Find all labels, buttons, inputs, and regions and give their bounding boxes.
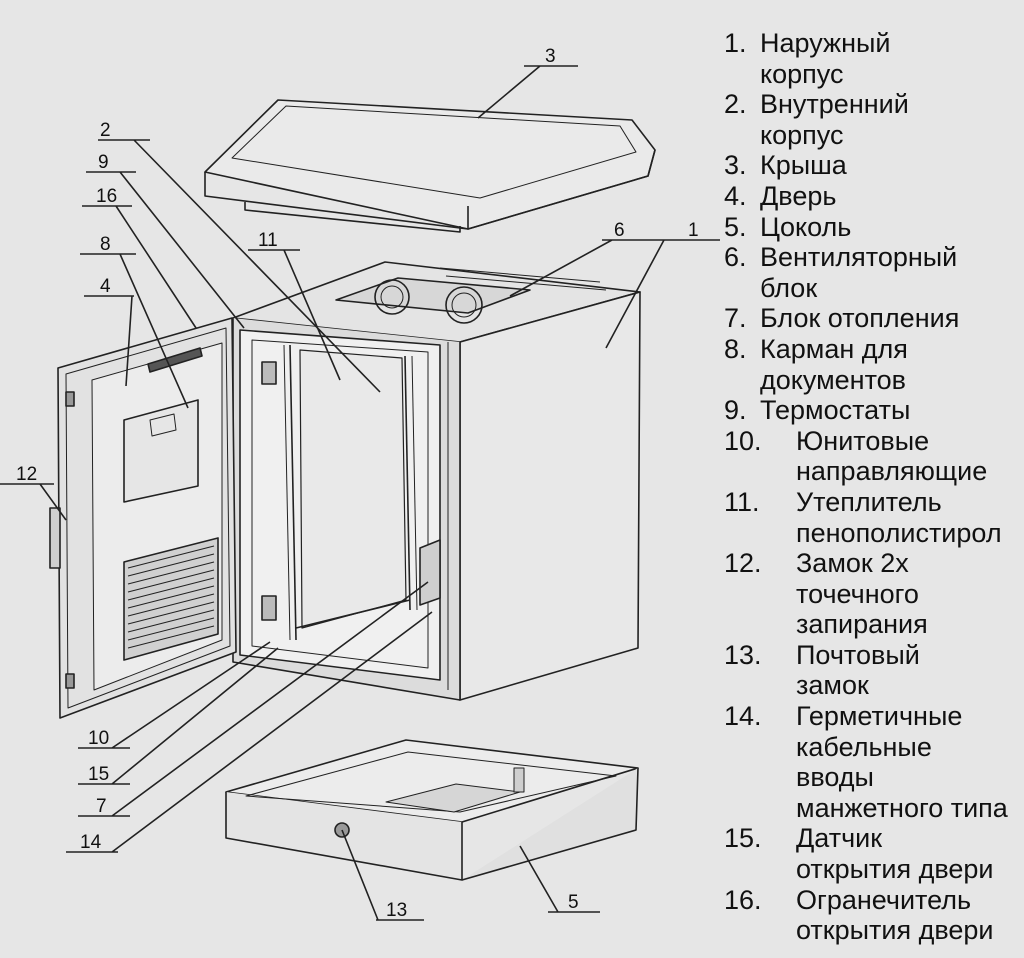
- legend-item-16: 16. Огранечитель открытия двери: [724, 885, 1020, 946]
- legend-text: Огранечитель открытия двери: [796, 884, 994, 946]
- legend-item-3: 3. Крыша: [724, 150, 1020, 181]
- legend-item-4: 4. Дверь: [724, 181, 1020, 212]
- leader-line-3: [477, 65, 578, 119]
- callout-5: 5: [568, 892, 579, 913]
- plinth-part: [225, 739, 639, 881]
- callout-4: 4: [100, 276, 111, 297]
- legend-text: Замок 2х точечного запирания: [796, 548, 928, 640]
- callout-1: 1: [688, 220, 699, 241]
- legend-text: Дверь: [760, 180, 837, 211]
- legend-text: Утеплитель пенополистирол: [796, 486, 1002, 548]
- roof-part: [204, 99, 656, 233]
- legend-text: Датчик открытия двери: [796, 823, 994, 885]
- legend-item-1: 1. Наружный корпус: [724, 28, 1020, 89]
- legend-number: 10.: [724, 425, 762, 456]
- legend-number: 2.: [724, 89, 747, 120]
- legend-item-12: 12. Замок 2х точечного запирания: [724, 548, 1020, 640]
- legend-text: Карман для документов: [760, 333, 908, 395]
- legend-item-2: 2. Внутренний корпус: [724, 89, 1020, 150]
- legend-item-14: 14. Герметичные кабельные вводы манжетног…: [724, 701, 1020, 823]
- legend-number: 12.: [724, 548, 762, 579]
- callout-15: 15: [88, 764, 109, 785]
- leader-line-6: [509, 239, 652, 297]
- legend-text: Крыша: [760, 150, 847, 181]
- legend-number: 4.: [724, 180, 747, 211]
- legend-item-6: 6. Вентиляторный блок: [724, 242, 1020, 303]
- legend-item-13: 13. Почтовый замок: [724, 640, 1020, 701]
- legend-text: Юнитовые направляющие: [796, 425, 988, 487]
- callout-8: 8: [100, 234, 111, 255]
- legend-item-8: 8. Карман для документов: [724, 334, 1020, 395]
- legend-text: Наружный корпус: [760, 28, 891, 89]
- legend-text: Герметичные кабельные вводы манжетного т…: [796, 701, 1008, 823]
- legend-number: 6.: [724, 242, 747, 273]
- legend-number: 15.: [724, 823, 762, 854]
- legend-item-9: 9. Термостаты: [724, 395, 1020, 426]
- legend-item-11: 11. Утеплитель пенополистирол: [724, 487, 1020, 548]
- callout-13: 13: [386, 900, 407, 921]
- legend-text: Почтовый замок: [796, 639, 920, 701]
- legend-number: 14.: [724, 701, 762, 732]
- callout-6: 6: [614, 220, 625, 241]
- leader-line-7: [78, 581, 429, 817]
- callout-16: 16: [96, 186, 117, 207]
- legend-number: 11.: [724, 486, 760, 517]
- legend-number: 9.: [724, 395, 747, 426]
- legend-text: Внутренний корпус: [760, 89, 909, 150]
- leader-line-13: [341, 829, 424, 921]
- door-part: [49, 317, 237, 719]
- legend-item-15: 15. Датчик открытия двери: [724, 823, 1020, 884]
- legend-item-10: 10. Юнитовые направляющие: [724, 426, 1020, 487]
- parts-legend: 1. Наружный корпус 2. Внутренний корпус 3.…: [724, 28, 1020, 946]
- legend-number: 16.: [724, 884, 762, 915]
- leader-line-14: [66, 611, 433, 853]
- legend-text: Цоколь: [760, 211, 852, 242]
- legend-number: 3.: [724, 150, 747, 181]
- leader-line-15: [78, 647, 279, 785]
- leader-line-11: [248, 249, 341, 381]
- legend-number: 8.: [724, 333, 747, 364]
- leader-line-1: [605, 239, 720, 349]
- leader-line-4: [84, 295, 134, 387]
- legend-number: 1.: [724, 28, 747, 58]
- leader-line-12: [0, 483, 67, 521]
- leader-line-9: [86, 171, 245, 329]
- callout-9: 9: [98, 152, 109, 173]
- leader-line-5: [519, 845, 600, 913]
- callout-11: 11: [258, 230, 278, 251]
- fan-block-part: [335, 277, 531, 324]
- legend-text: Блок отопления: [760, 303, 960, 334]
- callout-12: 12: [16, 464, 37, 485]
- legend-item-5: 5. Цоколь: [724, 212, 1020, 243]
- leader-line-2: [98, 139, 381, 393]
- leader-line-16: [82, 205, 197, 329]
- legend-number: 5.: [724, 211, 747, 242]
- legend-number: 13.: [724, 639, 762, 670]
- callout-7: 7: [96, 796, 107, 817]
- leader-line-10: [78, 641, 271, 749]
- callout-10: 10: [88, 728, 109, 749]
- legend-number: 7.: [724, 303, 747, 334]
- inner-body-part: [239, 329, 441, 681]
- callout-3: 3: [545, 46, 556, 67]
- leader-line-8: [80, 253, 189, 409]
- callout-2: 2: [100, 120, 111, 141]
- legend-text: Термостаты: [760, 395, 911, 426]
- legend-item-7: 7. Блок отопления: [724, 303, 1020, 334]
- legend-text: Вентиляторный блок: [760, 242, 958, 303]
- callout-14: 14: [80, 832, 102, 853]
